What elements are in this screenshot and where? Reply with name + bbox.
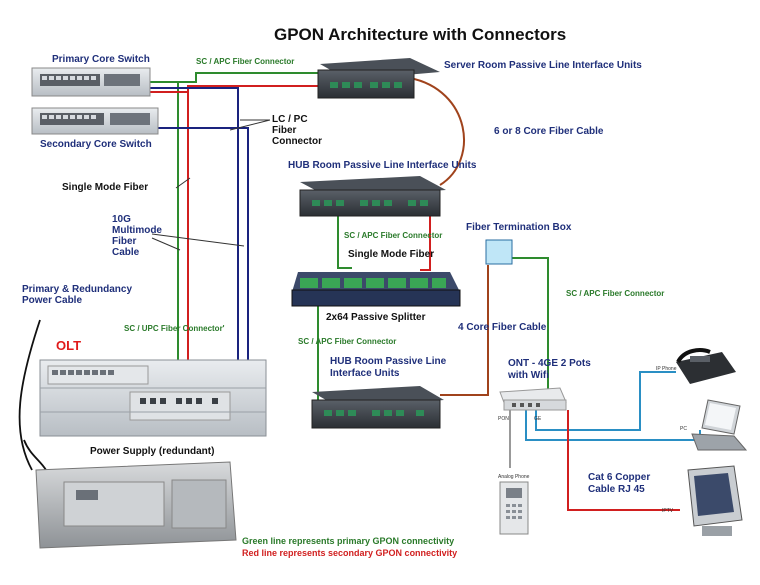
label-sc-apc-top: SC / APC Fiber Connector (196, 57, 294, 66)
hub-room-pliu-bottom-text: HUB Room Passive Line (330, 356, 447, 367)
label-sc-apc-mid: SC / APC Fiber Connector (344, 231, 442, 240)
fiber-termination-box-label: Fiber Termination Box (466, 222, 572, 233)
power-cable-2 (23, 439, 47, 471)
label-sc-apc-low: SC / APC Fiber Connector (298, 337, 396, 346)
power-supply (35, 461, 237, 549)
red-cable-iptv (567, 410, 680, 511)
label-lc-pc-text-line-2: Fiber (272, 125, 297, 136)
secondary-core-switch (31, 107, 159, 135)
ont-port-left: PON (498, 416, 509, 422)
label-10g-text-line-3: Fiber (112, 236, 137, 247)
server-room-pliu (317, 58, 440, 99)
page-title: GPON Architecture with Connectors (274, 25, 566, 44)
hub-room-pliu-bottom-text-line-2: Interface Units (330, 368, 400, 379)
server-room-pliu-label: Server Room Passive Line Interface Units (444, 60, 642, 71)
hub-room-pliu-top (299, 176, 446, 217)
red-cable-hub-to-splitter (420, 212, 431, 271)
analog-phone (499, 481, 529, 535)
blue-cable-pc (525, 410, 701, 441)
analog-phone-label: Analog Phone (498, 474, 530, 480)
label-sc-upc: SC / UPC Fiber Connector' (124, 324, 225, 333)
leader-10g-2 (151, 237, 181, 251)
brown-cable-server-to-hub (409, 77, 465, 186)
ip-phone (676, 348, 736, 384)
splitter-label: 2x64 Passive Splitter (326, 312, 426, 323)
blue-cable-ip-phone (535, 371, 676, 431)
pc-label: PC (680, 426, 687, 432)
server-room-pliu-text: Server Room Passive Line Interface Units (444, 60, 642, 71)
primary-core-switch-label: Primary Core Switch (52, 54, 150, 65)
green-cable-core-to-server (148, 72, 320, 83)
ont-label: ONT - 4GE 2 Pots with Wifi (507, 358, 594, 381)
label-power-cable: Primary & Redundancy Power Cable (22, 284, 135, 306)
fiber-termination-box (485, 239, 513, 265)
green-cable-ftb-to-ont (512, 257, 549, 398)
label-single-mode-left: Single Mode Fiber (62, 182, 148, 193)
ont-label-text-line-2: with Wifi (507, 370, 549, 381)
label-four-core: 4 Core Fiber Cable (458, 322, 547, 333)
hub-room-pliu-bottom (311, 386, 444, 429)
primary-core-switch (31, 67, 151, 97)
label-power-cable-text: Primary & Redundancy (22, 284, 132, 295)
label-10g-text: 10G (112, 214, 131, 225)
ont-device (499, 387, 567, 411)
label-cat6: Cat 6 Copper Cable RJ 45 (588, 472, 653, 495)
ip-phone-label: IP Phone (656, 366, 677, 372)
green-cable-hub-to-splitter (337, 212, 352, 269)
leader-10g-1 (151, 233, 245, 247)
label-cat6-text: Cat 6 Copper (588, 472, 650, 483)
label-power-cable-text-line-2: Power Cable (22, 295, 82, 306)
olt-label: OLT (56, 338, 81, 353)
label-lc-pc-text-line-3: Connector (272, 136, 322, 147)
hub-room-pliu-top-label: HUB Room Passive Line Interface Units (288, 160, 477, 171)
label-sc-apc-right: SC / APC Fiber Connector (566, 289, 664, 298)
power-cable-1 (18, 319, 41, 471)
iptv-monitor (687, 465, 743, 536)
hub-room-pliu-bottom-label: HUB Room Passive Line Interface Units (330, 356, 449, 379)
label-lc-pc-text: LC / PC (272, 114, 308, 125)
brown-cable-hub-to-ftb (440, 265, 489, 396)
power-supply-label: Power Supply (redundant) (90, 446, 214, 457)
label-six-eight-core: 6 or 8 Core Fiber Cable (494, 126, 604, 137)
iptv-label: IPTV (662, 508, 674, 514)
passive-splitter (291, 272, 461, 307)
pc-laptop (691, 399, 748, 451)
secondary-core-switch-label: Secondary Core Switch (40, 139, 152, 150)
label-cat6-text-line-2: Cable RJ 45 (588, 484, 645, 495)
ont-label-text: ONT - 4GE 2 Pots (508, 358, 591, 369)
leader-single-mode (175, 177, 191, 189)
leader-lc-pc-2 (229, 119, 271, 131)
legend-green: Green line represents primary GPON conne… (242, 536, 454, 546)
label-10g-text-line-2: Multimode (112, 225, 162, 236)
olt-chassis (39, 359, 267, 437)
label-10g-text-line-4: Cable (112, 247, 140, 258)
ont-port-right: GE (534, 416, 542, 422)
legend-red: Red line represents secondary GPON conne… (242, 548, 457, 558)
label-single-mode-mid: Single Mode Fiber (348, 249, 434, 260)
